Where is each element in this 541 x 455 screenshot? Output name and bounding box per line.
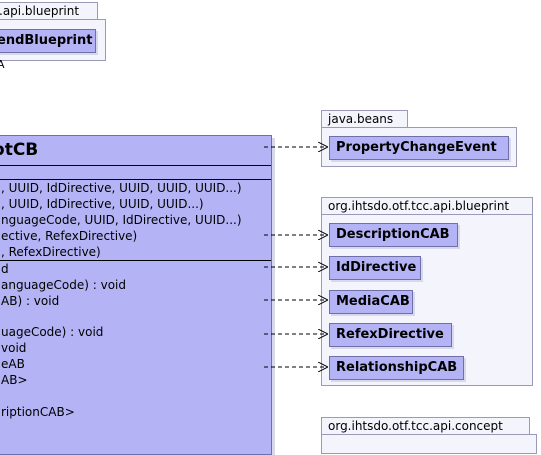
class-name-relationshipcab: RelationshipCAB <box>336 360 458 375</box>
constructor: , UUID, IdDirective, UUID, UUID...) <box>1 197 204 211</box>
attributes-separator <box>0 165 271 166</box>
class-name-descriptioncab: DescriptionCAB <box>336 227 450 242</box>
package-name-concept: org.ihtsdo.otf.tcc.api.concept <box>328 419 503 433</box>
method: riptionCAB> <box>1 405 75 419</box>
class-descriptioncab[interactable]: DescriptionCAB <box>329 223 458 247</box>
method: d <box>1 262 9 276</box>
package-name-api-blueprint: .api.blueprint <box>0 4 80 18</box>
multiplicity-label: A <box>0 58 5 71</box>
method: AB> <box>1 373 28 387</box>
class-relationshipcab[interactable]: RelationshipCAB <box>329 356 464 380</box>
class-refexdirective[interactable]: RefexDirective <box>329 323 452 347</box>
class-name-iddirective: IdDirective <box>336 260 417 275</box>
method: anguageCode) : void <box>1 278 127 292</box>
class-name-endblueprint: endBlueprint <box>0 33 93 48</box>
package-tab-concept: org.ihtsdo.otf.tcc.api.concept <box>321 417 530 435</box>
class-name-conceptcb: eptCB <box>0 140 39 160</box>
class-name-mediacab: MediaCAB <box>336 294 410 309</box>
constructor: , UUID, IdDirective, UUID, UUID, UUID...… <box>1 181 242 195</box>
class-endblueprint[interactable]: endBlueprint <box>0 29 96 53</box>
methods-separator <box>0 260 271 261</box>
method: void <box>1 341 27 355</box>
method: uageCode) : void <box>1 325 104 339</box>
method: AB) : void <box>1 294 60 308</box>
class-iddirective[interactable]: IdDirective <box>329 256 421 280</box>
constructor: nguageCode, UUID, IdDirective, UUID...) <box>1 213 242 227</box>
dependency-arrows <box>264 0 328 441</box>
method: eAB <box>1 357 25 371</box>
class-name-propertychangeevent: PropertyChangeEvent <box>336 140 497 155</box>
package-name-java-beans: java.beans <box>328 112 394 126</box>
class-name-refexdirective: RefexDirective <box>336 327 444 342</box>
constructors-separator <box>0 179 271 180</box>
constructor: ective, RefexDirective) <box>1 229 138 243</box>
package-name-blueprint: org.ihtsdo.otf.tcc.api.blueprint <box>328 199 510 213</box>
package-tab-java-beans: java.beans <box>321 110 408 128</box>
class-conceptcb[interactable]: eptCB , UUID, IdDirective, UUID, UUID, U… <box>0 135 272 455</box>
class-propertychangeevent[interactable]: PropertyChangeEvent <box>329 136 509 160</box>
class-mediacab[interactable]: MediaCAB <box>329 290 413 314</box>
constructor: , RefexDirective) <box>1 245 101 259</box>
package-tab-blueprint: org.ihtsdo.otf.tcc.api.blueprint <box>321 197 533 215</box>
